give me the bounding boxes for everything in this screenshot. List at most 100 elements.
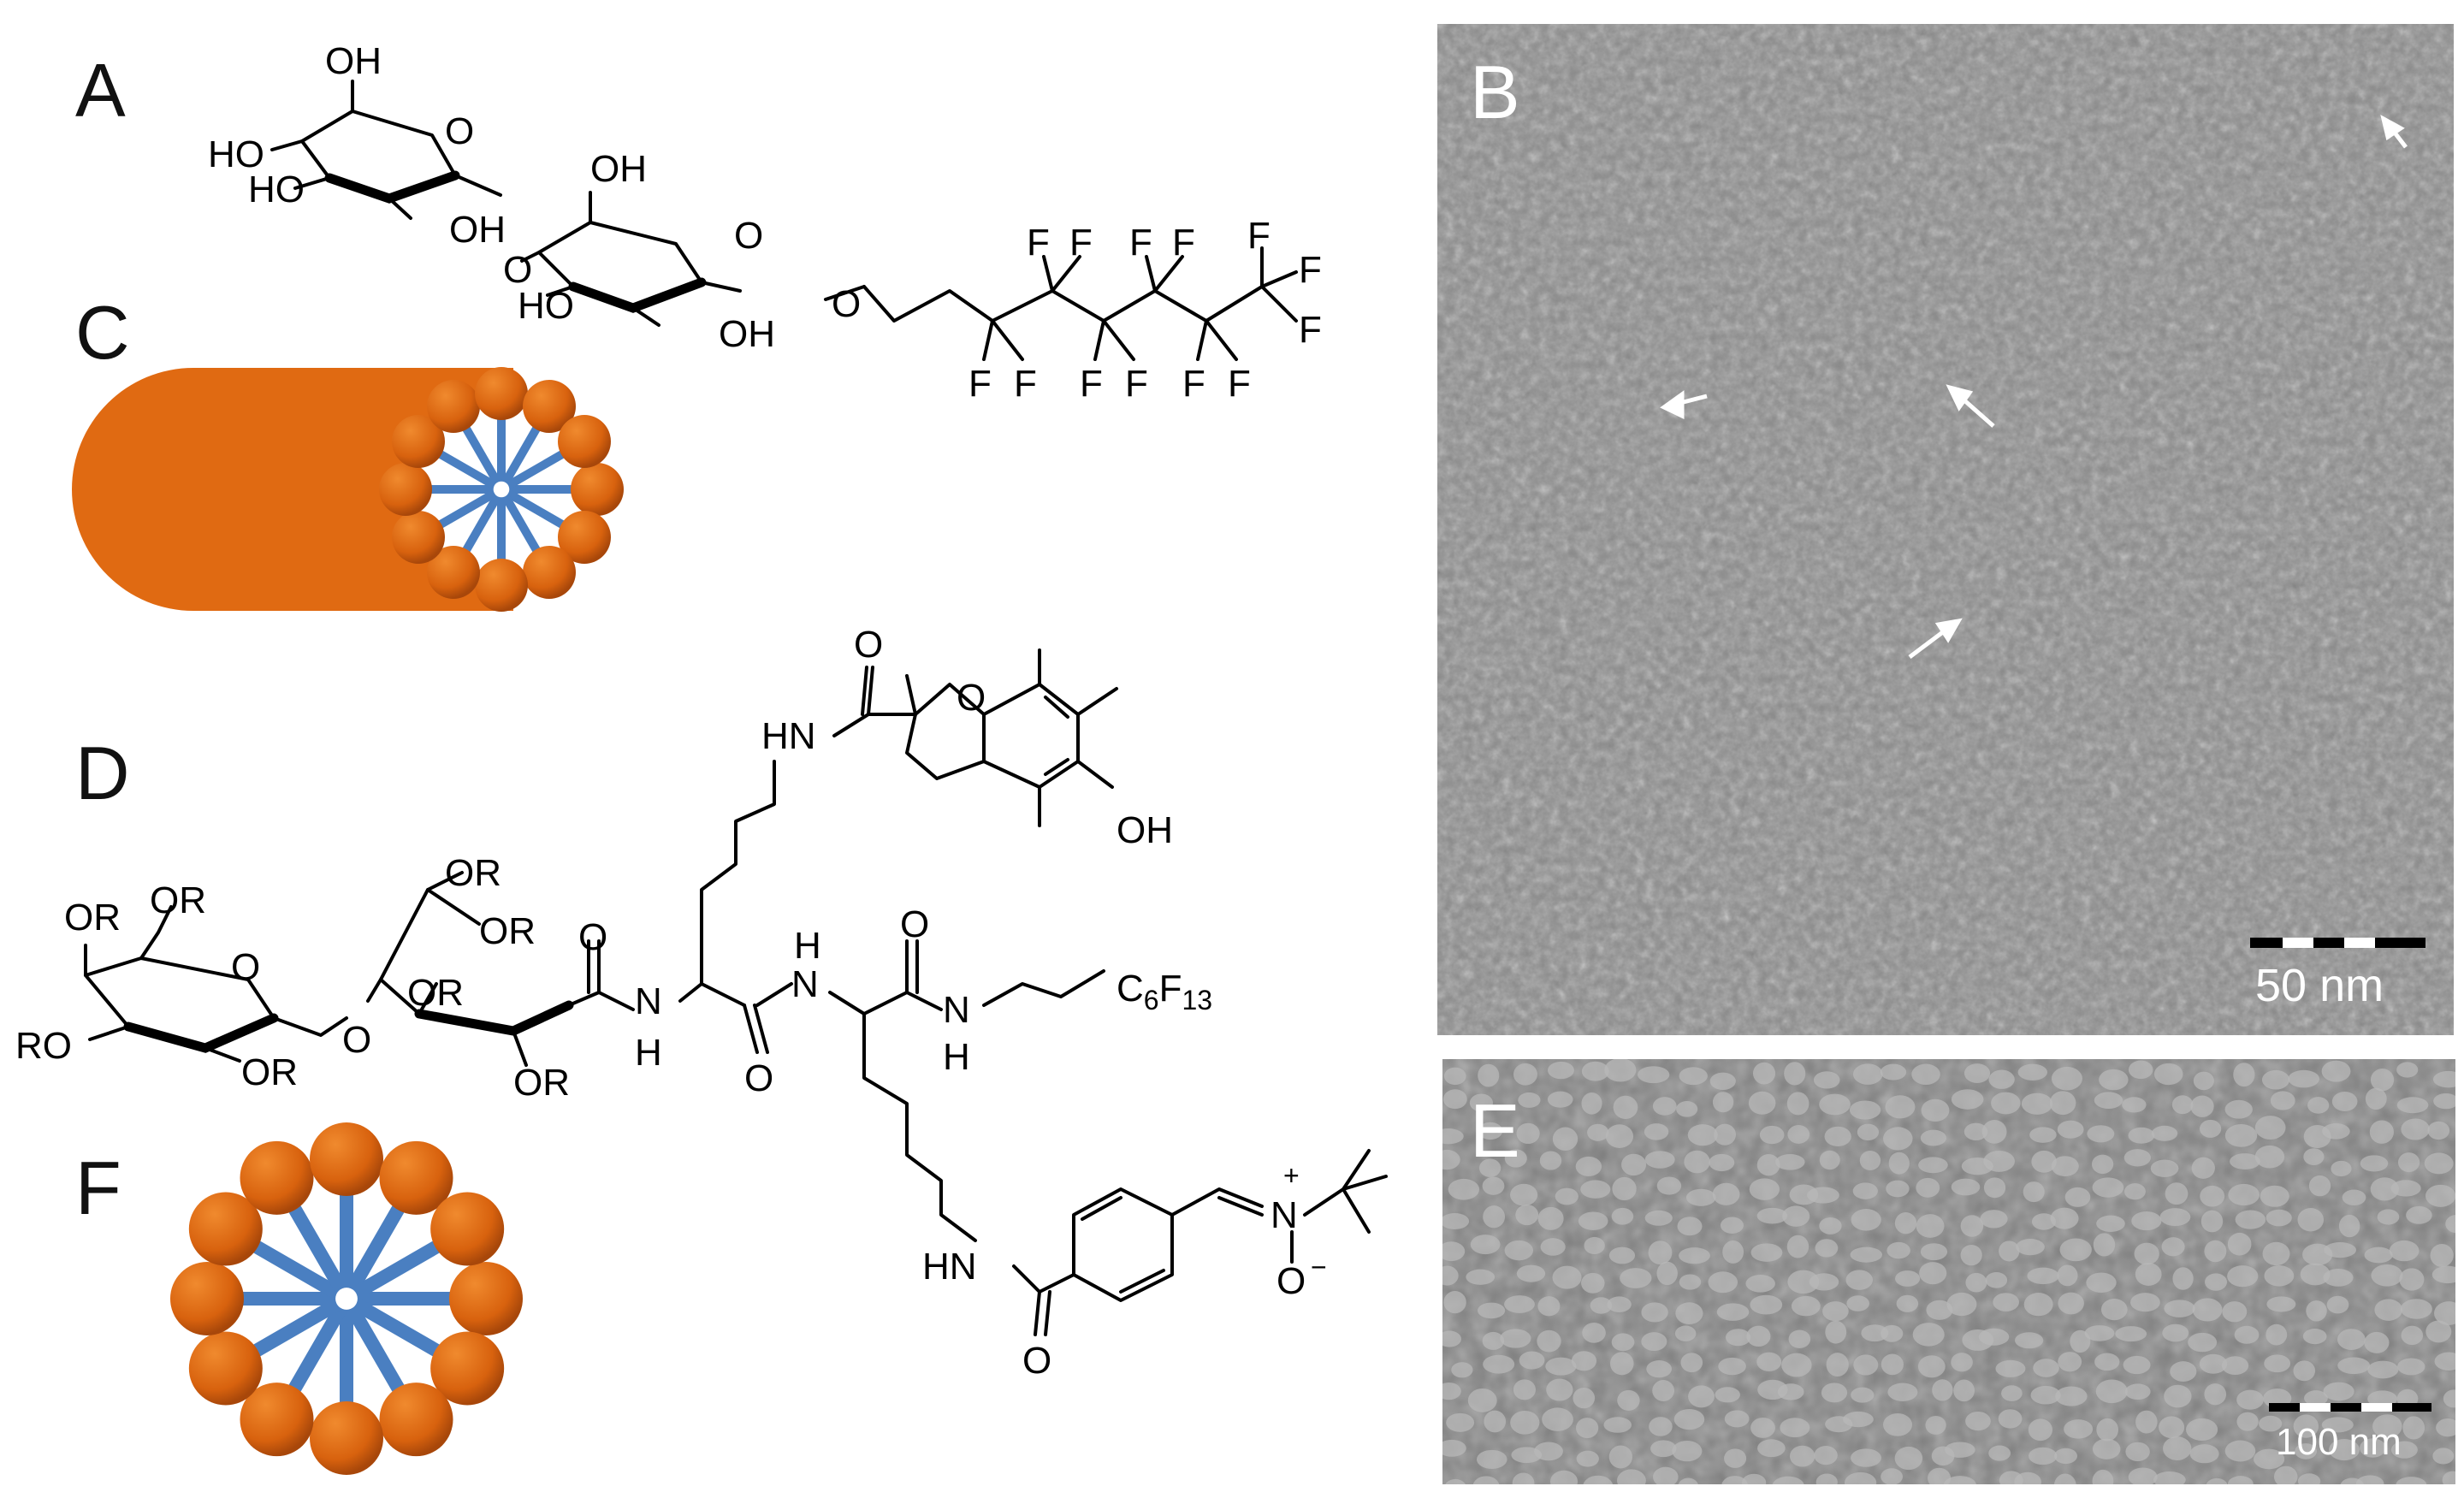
micelle-c-headgroup — [392, 415, 446, 468]
particle — [1547, 1061, 1574, 1080]
particle — [1983, 1150, 2015, 1172]
particle — [2389, 1240, 2420, 1262]
particle — [1953, 1379, 1975, 1402]
particle — [2153, 1063, 2183, 1086]
particle — [2266, 1296, 2296, 1312]
particle — [1917, 1355, 1946, 1378]
particle — [1621, 1153, 1647, 1176]
particle — [2331, 1160, 2352, 1177]
particle — [1964, 1063, 1991, 1084]
particle — [1980, 1210, 2008, 1229]
particle — [2230, 1153, 2260, 1170]
particle — [1603, 1417, 1632, 1433]
particle — [2442, 1471, 2455, 1484]
particle — [1821, 1383, 1848, 1403]
particle — [2092, 1177, 2124, 1198]
label-n: N — [635, 980, 662, 1022]
particle — [1504, 1295, 1535, 1313]
particle — [2031, 1213, 2057, 1230]
particle — [1584, 1236, 1605, 1255]
particle — [1851, 1208, 1881, 1231]
particle — [2058, 1352, 2082, 1372]
particle — [2399, 1268, 2425, 1291]
particle — [2001, 1385, 2023, 1401]
particle — [1650, 1440, 1677, 1458]
particle — [1822, 1301, 1849, 1322]
particle — [1656, 1261, 1678, 1286]
particle — [2059, 1238, 2092, 1262]
particle — [1478, 1063, 1500, 1087]
label-or: OR — [241, 1051, 298, 1093]
particle — [1552, 1265, 1582, 1289]
particle — [1537, 1329, 1561, 1353]
micelle-f-center — [335, 1288, 358, 1310]
particle — [2193, 1071, 2214, 1091]
particle — [1748, 1091, 1776, 1115]
particle — [1542, 1407, 1573, 1431]
particle — [1726, 1329, 1751, 1347]
particle — [2260, 1185, 2289, 1207]
particle — [2360, 1438, 2386, 1458]
particle — [1720, 1217, 1744, 1234]
particle — [2130, 1293, 2160, 1312]
particle — [1512, 1472, 1535, 1484]
particle — [1550, 1470, 1578, 1484]
label-f: F — [1247, 215, 1270, 257]
particle — [1885, 1095, 1916, 1119]
particle — [1881, 1324, 1904, 1342]
particle — [1470, 1235, 1501, 1255]
particle — [2369, 1120, 2394, 1144]
particle — [2324, 1242, 2357, 1258]
particle — [2293, 1360, 2316, 1382]
particle — [2297, 1473, 2321, 1484]
particle — [2295, 1443, 2318, 1460]
particle — [1679, 1067, 1708, 1086]
particle — [2030, 1385, 2061, 1405]
particle — [1547, 1091, 1573, 1108]
particle — [2092, 1438, 2121, 1460]
particle — [2017, 1063, 2048, 1081]
particle — [1998, 1409, 2023, 1429]
label-o: O — [744, 1057, 773, 1099]
label-f: F — [1069, 222, 1093, 263]
particle — [2432, 1448, 2455, 1465]
particle — [2204, 1273, 2228, 1291]
particle — [2432, 1070, 2455, 1088]
particle — [2300, 1263, 2331, 1286]
particle — [2070, 1329, 2091, 1353]
particle — [1927, 1467, 1952, 1484]
particle — [2064, 1187, 2091, 1207]
particle — [2204, 1240, 2227, 1263]
particle — [2054, 1473, 2076, 1484]
label-plus: + — [1283, 1160, 1300, 1191]
particle — [1571, 1351, 1597, 1371]
particle — [2224, 1124, 2258, 1147]
particle — [2028, 1418, 2053, 1442]
particle — [1714, 1123, 1737, 1146]
particle — [2390, 1180, 2421, 1197]
particle — [1895, 1270, 1921, 1287]
particle — [2171, 1095, 2194, 1115]
particle — [1921, 1098, 1950, 1122]
particle — [2273, 1465, 2298, 1484]
micelle-c-headgroup — [557, 511, 611, 564]
panel-label-b: B — [1470, 50, 1520, 134]
particle — [2027, 1267, 2059, 1285]
particle — [2430, 1243, 2454, 1268]
particle — [2224, 1099, 2253, 1119]
particle — [1881, 1468, 1904, 1484]
label-oh: OH — [719, 313, 775, 355]
particle — [1546, 1378, 1573, 1401]
micrograph-b — [1437, 24, 2454, 1035]
particle — [2235, 1210, 2266, 1229]
particle — [2396, 1477, 2427, 1484]
label-h: H — [635, 1032, 662, 1074]
particle — [1886, 1180, 1910, 1198]
particle — [1985, 1272, 2008, 1288]
particle — [1442, 1382, 1461, 1400]
particle — [1672, 1440, 1703, 1462]
particle — [1644, 1123, 1669, 1140]
particle — [1852, 1182, 1878, 1199]
particle — [1478, 1158, 1502, 1177]
label-oh: OH — [449, 209, 506, 251]
